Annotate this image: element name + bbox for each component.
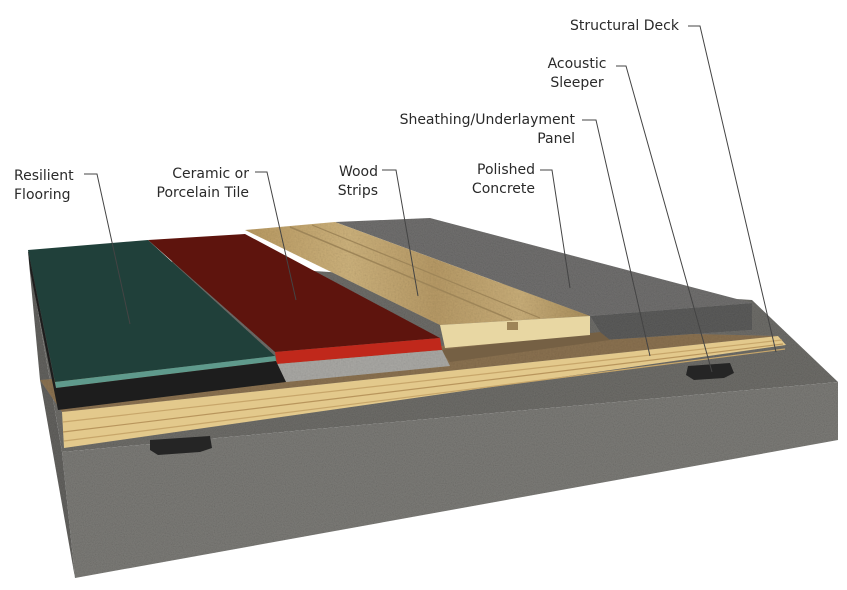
label-acoustic-sleeper-line-2: Sleeper <box>550 75 604 91</box>
leader-sheathing-panel <box>582 119 651 357</box>
wood-seam-1 <box>289 226 513 321</box>
sheathing-top <box>40 332 778 412</box>
label-acoustic-sleeper: Acoustic Sleeper <box>544 55 610 93</box>
label-ceramic-tile-line-2: Porcelain Tile <box>156 185 249 201</box>
label-structural-deck: Structural Deck <box>570 17 679 36</box>
label-polished-concrete: Polished Concrete <box>455 161 535 199</box>
ply-line-2 <box>62 343 784 433</box>
structural-deck-left <box>28 252 75 578</box>
resilient-edge <box>55 356 276 388</box>
label-wood-strips-line-2: Strips <box>337 183 378 199</box>
label-wood-strips-line-1: Wood <box>338 164 378 180</box>
sheathing-edge <box>62 336 786 448</box>
polished-concrete-top <box>335 218 752 316</box>
leader-ceramic-tile <box>255 171 297 301</box>
tile-edge <box>275 338 442 364</box>
ply-line-3 <box>63 348 786 442</box>
label-structural-deck-text: Structural Deck <box>570 18 679 34</box>
label-sheathing-panel: Sheathing/Underlayment Panel <box>385 111 575 149</box>
wood-strips <box>245 222 590 348</box>
structural-deck-front <box>62 382 838 578</box>
tile-bed <box>277 350 450 382</box>
label-resilient-flooring-line-2: Flooring <box>14 187 71 203</box>
label-resilient-flooring-line-1: Resilient <box>14 168 74 184</box>
label-ceramic-tile: Ceramic or Porcelain Tile <box>141 165 249 203</box>
label-sheathing-panel-line-1: Sheathing/Underlayment <box>399 112 575 128</box>
concrete-band <box>440 332 610 362</box>
leader-wood-strips <box>382 169 419 297</box>
resilient-top <box>28 240 275 382</box>
tongue-groove <box>507 322 518 330</box>
label-ceramic-tile-line-1: Ceramic or <box>172 166 249 182</box>
ply-line-1 <box>62 339 783 423</box>
label-acoustic-sleeper-line-1: Acoustic <box>547 56 607 72</box>
sheathing-panel <box>40 332 786 448</box>
acoustic-sleepers <box>150 363 734 455</box>
wood-strips-top <box>245 222 590 325</box>
label-wood-strips: Wood Strips <box>322 163 378 201</box>
polished-concrete-front <box>590 303 752 340</box>
acoustic-sleeper-back <box>686 363 734 380</box>
leader-resilient-flooring <box>84 173 131 325</box>
polished-concrete <box>335 218 752 362</box>
label-sheathing-panel-line-2: Panel <box>537 131 575 147</box>
wood-seam-2 <box>311 224 541 319</box>
label-polished-concrete-line-1: Polished <box>477 162 535 178</box>
resilient-flooring <box>28 240 286 410</box>
resilient-substrate <box>28 250 286 410</box>
leader-acoustic-sleeper <box>616 65 713 373</box>
leader-lines <box>84 25 777 373</box>
leader-structural-deck <box>688 25 777 353</box>
wood-strips-front <box>440 316 590 348</box>
leader-polished-concrete <box>540 169 571 289</box>
label-polished-concrete-line-2: Concrete <box>471 181 535 197</box>
acoustic-sleeper-front <box>150 436 212 455</box>
label-resilient-flooring: Resilient Flooring <box>14 167 74 205</box>
